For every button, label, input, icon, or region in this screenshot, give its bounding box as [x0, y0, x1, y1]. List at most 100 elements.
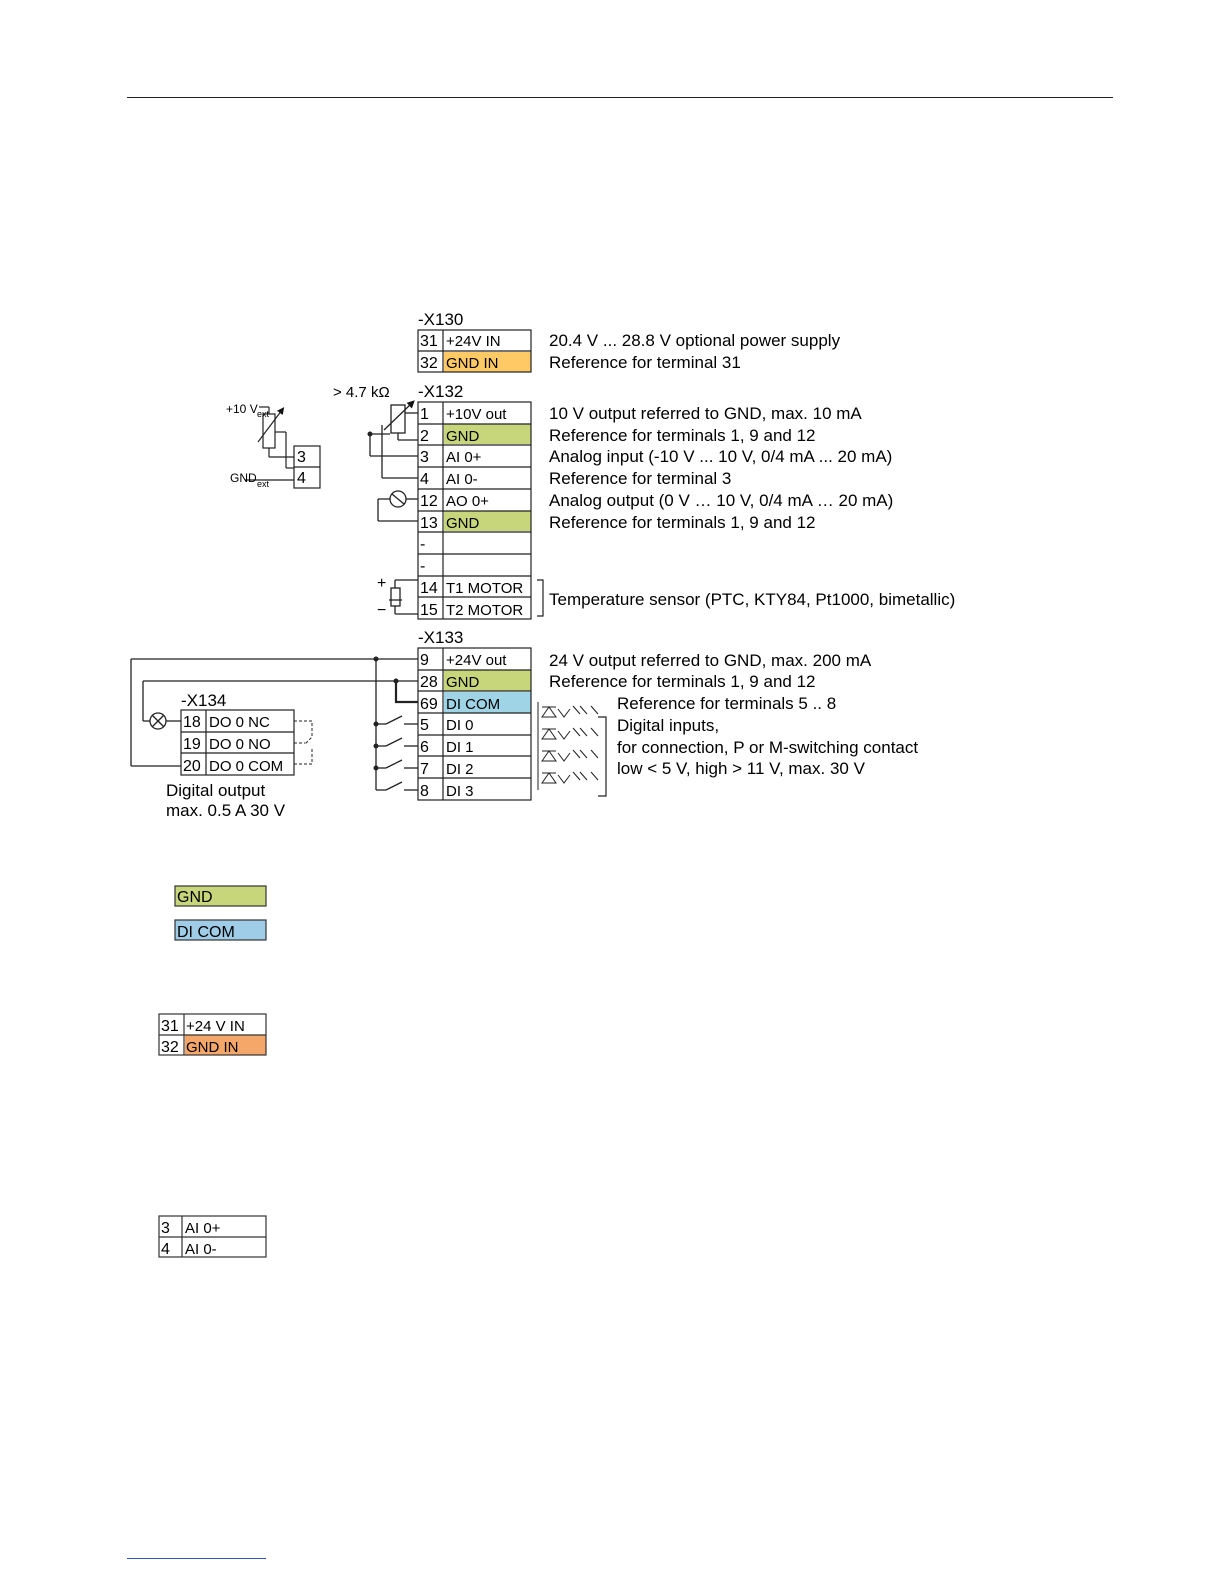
x134-num-20: 20	[183, 758, 201, 775]
legend-power-num-32: 32	[161, 1039, 179, 1056]
di-desc-line-3: low < 5 V, high > 11 V, max. 30 V	[617, 759, 866, 778]
x132-num-15: 15	[420, 602, 438, 619]
ext-supply-block	[245, 406, 321, 489]
junction-dot-7	[373, 765, 379, 771]
optocoupler-icons	[537, 702, 599, 790]
x130-name-gnd-in: GND IN	[446, 355, 499, 372]
potentiometer-icon	[390, 404, 406, 434]
legend-gnd-label: GND	[177, 889, 213, 906]
x132-num-1: 1	[420, 406, 429, 423]
x133-header: -X133	[418, 628, 463, 647]
x132-desc-4: Reference for terminal 3	[549, 469, 731, 488]
digital-input-switches	[375, 658, 418, 791]
x132-name-4: AI 0-	[446, 471, 478, 488]
legend-power-name-32: GND IN	[186, 1039, 239, 1056]
potentiometer-wiring	[369, 400, 418, 479]
x133-desc-28: Reference for terminals 1, 9 and 12	[549, 672, 815, 691]
x132-header: -X132	[418, 382, 463, 401]
x132-name-3: AI 0+	[446, 449, 482, 466]
x130-num-32: 32	[420, 355, 438, 372]
x133-num-9: 9	[420, 652, 429, 669]
ext-terminal-3: 3	[297, 449, 306, 466]
x133-num-5: 5	[420, 717, 429, 734]
x133-name-69: DI COM	[446, 696, 500, 713]
x132-name-14: T1 MOTOR	[446, 580, 523, 597]
x130-desc-32: Reference for terminal 31	[549, 353, 741, 372]
x133-num-8: 8	[420, 783, 429, 800]
legend-ai-name-3: AI 0+	[185, 1220, 221, 1237]
x132-name-1: +10V out	[446, 406, 507, 423]
x132-num-blank-1: -	[420, 536, 425, 553]
x132-num-12: 12	[420, 493, 438, 510]
x132-desc-13: Reference for terminals 1, 9 and 12	[549, 513, 815, 532]
x133-name-9: +24V out	[446, 652, 507, 669]
relay-contact	[294, 720, 313, 765]
x133-name-28: GND	[446, 674, 480, 691]
x133-desc-9: 24 V output referred to GND, max. 200 mA	[549, 651, 872, 670]
ext-v-label: +10 V	[226, 402, 258, 416]
x132-num-4: 4	[420, 471, 429, 488]
temp-bracket	[537, 579, 544, 617]
header-rule	[127, 97, 1113, 98]
x133-num-69: 69	[420, 696, 438, 713]
gnd-highlight-2	[444, 424, 531, 444]
legend-gnd-swatch	[174, 885, 267, 907]
di-desc-line-1: Digital inputs,	[617, 716, 719, 735]
x130-name-24v-in: +24V IN	[446, 333, 501, 350]
x132-desc-12: Analog output (0 V … 10 V, 0/4 mA … 20 m…	[549, 491, 893, 510]
x133-name-5: DI 0	[446, 717, 474, 734]
junction-dot	[367, 431, 373, 437]
temp-sensor-icon	[389, 579, 418, 615]
di-bracket	[598, 716, 607, 797]
legend-dicom-label: DI COM	[177, 924, 235, 941]
digital-output-wiring	[130, 658, 396, 767]
x132-num-13: 13	[420, 515, 438, 532]
legend-dicom-swatch	[174, 919, 267, 941]
x133-block	[417, 647, 532, 801]
x134-name-18: DO 0 NC	[209, 714, 270, 731]
x132-name-12: AO 0+	[446, 493, 489, 510]
x132-name-2: GND	[446, 428, 480, 445]
x134-num-19: 19	[183, 736, 201, 753]
di-desc-line-2: for connection, P or M-switching contact	[617, 738, 918, 757]
x130-block	[417, 329, 532, 373]
x132-name-15: T2 MOTOR	[446, 602, 523, 619]
x130-header: -X130	[418, 310, 463, 329]
temp-sensor-desc: Temperature sensor (PTC, KTY84, Pt1000, …	[549, 590, 955, 609]
x133-num-7: 7	[420, 761, 429, 778]
x132-desc-2: Reference for terminals 1, 9 and 12	[549, 426, 815, 445]
junction-dot-5	[373, 721, 379, 727]
x132-num-3: 3	[420, 449, 429, 466]
dicom-highlight-69	[444, 692, 531, 713]
legend-ai-num-3: 3	[161, 1220, 170, 1237]
ext-gnd-label: GND	[230, 471, 257, 485]
x130-desc-31: 20.4 V ... 28.8 V optional power supply	[549, 331, 841, 350]
x133-name-6: DI 1	[446, 739, 474, 756]
do-caption-line-2: max. 0.5 A 30 V	[166, 801, 286, 820]
gnd-highlight-13	[444, 511, 531, 531]
do-caption-line-1: Digital output	[166, 781, 266, 800]
ext-v-sub: ext	[257, 409, 270, 419]
temp-plus-sign: +	[377, 575, 386, 592]
x134-name-20: DO 0 COM	[209, 758, 283, 775]
junction-dot-6	[373, 743, 379, 749]
legend-power-name-31: +24 V IN	[186, 1018, 245, 1035]
pot-resistance-label: > 4.7 kΩ	[333, 384, 390, 401]
x132-block	[417, 401, 532, 620]
legend-ai-block	[158, 1215, 267, 1258]
x133-desc-69: Reference for terminals 5 .. 8	[617, 694, 836, 713]
footnote-rule	[127, 1558, 266, 1559]
legend-ai-name-4: AI 0-	[185, 1241, 217, 1258]
legend-power-num-31: 31	[161, 1018, 179, 1035]
x134-num-18: 18	[183, 714, 201, 731]
gnd-highlight-28	[444, 670, 531, 691]
x133-name-8: DI 3	[446, 783, 474, 800]
temp-minus-sign: −	[377, 602, 386, 619]
x132-desc-1: 10 V output referred to GND, max. 10 mA	[549, 404, 862, 423]
legend-power-block	[158, 1013, 267, 1056]
analog-output-meter	[377, 490, 418, 522]
x132-num-blank-2: -	[420, 558, 425, 575]
x134-name-19: DO 0 NO	[209, 736, 271, 753]
x133-name-7: DI 2	[446, 761, 474, 778]
